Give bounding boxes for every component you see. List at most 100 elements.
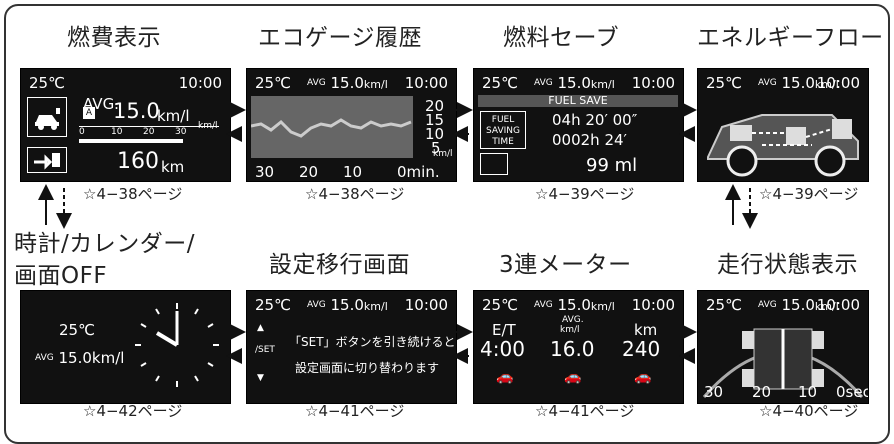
screen-settings-transition: 25℃ AVG 15.0km/l 10:00 ▲ /SET ▼ 「SET」ボタン… (246, 290, 457, 404)
avg-header-value: 15.0 (330, 74, 364, 92)
avg-badge: AVG (35, 353, 54, 363)
message-line-2: 設定画面に切り替わります (295, 361, 440, 375)
caption-fuel-save: ☆4−39ページ (535, 185, 635, 203)
fuel-pump-icon (27, 147, 67, 173)
fuel-save-banner: FUEL SAVE (478, 95, 678, 107)
avg-badge: AVG (758, 78, 777, 88)
timer-car-icon: 🚗 (496, 369, 514, 385)
title-energy-flow: エネルギーフロー (697, 25, 884, 51)
avg-header: AVG 15.0km/l (534, 296, 615, 314)
avg-a-badge: A (83, 107, 95, 119)
temp-readout: 25℃ (482, 74, 518, 92)
fuel-saving-time-label: FUEL SAVING TIME (480, 111, 526, 149)
avg-header-value: 15.0 (557, 74, 591, 92)
saving-time-total: 0002h 24′ (552, 131, 627, 149)
x-tick-30: 30 (255, 163, 275, 181)
screen-driving-state: 25℃ AVG 15.0km/l 10:00 30 20 10 0sec. (697, 290, 869, 404)
avg-header-value: 15.0 (781, 296, 815, 314)
x-tick-20: 20 (299, 163, 319, 181)
y-tick-10: 10 (425, 125, 445, 143)
fuel-bar (79, 139, 183, 143)
range-value: 160 (117, 149, 159, 174)
scale-10: 10 (798, 383, 818, 401)
analog-clock-icon (135, 303, 219, 387)
title-driving-state: 走行状態表示 (717, 252, 858, 278)
avg-header: AVG 15.0km/l (758, 296, 839, 314)
time-readout: 10:00 (404, 74, 448, 92)
x-tick-0: 0min. (397, 163, 440, 181)
energy-flow-car-icon (707, 114, 859, 177)
screen-energy-flow: 25℃ AVG 15.0km/l 10:00 (697, 68, 869, 182)
caption-triple-meter: ☆4−41ページ (535, 402, 635, 420)
range-car-icon: 🚗 (634, 369, 652, 385)
range-unit: km (161, 158, 185, 176)
avg-header-value: 15.0 (557, 296, 591, 314)
avg-badge: AVG (307, 300, 326, 310)
temp-readout: 25℃ (255, 296, 291, 314)
title-eco-history: エコゲージ履歴 (258, 25, 423, 51)
title-fuel-save: 燃料セーブ (503, 25, 620, 51)
label-km: km (634, 321, 658, 339)
title-settings-transition: 設定移行画面 (269, 252, 410, 278)
time-readout: 10:00 (631, 296, 675, 314)
avg-header: AVG 15.0km/l (307, 74, 388, 92)
screen-fuel-display: 25℃ 10:00 AVG. A 15.0 km/l 0 10 20 30 km… (20, 68, 231, 182)
value-avg: 16.0 (550, 337, 595, 361)
caption-fuel-display: ☆4−38ページ (83, 185, 183, 203)
navigation-arrows (38, 102, 758, 364)
scale-line (79, 126, 219, 127)
scale-tick-20: 20 (143, 127, 155, 137)
value-km: 240 (622, 337, 661, 361)
caption-settings-transition: ☆4−41ページ (305, 402, 405, 420)
clock-avg-value: 15.0km/l (58, 349, 125, 367)
time-readout: 10:00 (816, 296, 860, 314)
title-triple-meter: 3連メーター (499, 252, 632, 278)
temp-readout: 25℃ (706, 296, 742, 314)
scale-tick-10: 10 (111, 127, 123, 137)
time-readout: 10:00 (178, 74, 222, 92)
label-avg: AVG. (562, 315, 584, 325)
car-icon (27, 97, 67, 137)
time-readout: 10:00 (404, 296, 448, 314)
y-tick-5: 5 (431, 139, 441, 157)
temp-readout: 25℃ (29, 74, 65, 92)
caption-driving-state: ☆4−40ページ (759, 402, 859, 420)
history-graph (250, 96, 413, 158)
set-label: /SET (255, 345, 275, 355)
avg-unit: km/l (157, 107, 190, 125)
avg-header-value: 15.0 (330, 296, 364, 314)
avg-header-unit: km/l (590, 300, 615, 313)
avg-header: AVG 15.0km/l (534, 74, 615, 92)
avg-header: AVG 15.0km/l (307, 296, 388, 314)
avg-header-unit: km/l (363, 78, 388, 91)
title-clock: 時計/カレンダー/ 画面OFF (14, 231, 195, 289)
avg-header: AVG 15.0km/l (758, 74, 839, 92)
avg-header-unit: km/l (814, 300, 839, 313)
y-tick-unit: km/l (433, 149, 453, 159)
fuel-car-icon: 🚗 (564, 369, 582, 385)
screen-clock: 25℃ AVG 15.0km/l (20, 290, 231, 404)
avg-header-unit: km/l (363, 300, 388, 313)
fuel-pump-icon (480, 153, 508, 175)
scroll-down-icon: ▼ (257, 373, 264, 383)
avg-header-unit: km/l (814, 78, 839, 91)
temp-readout: 25℃ (255, 74, 291, 92)
scale-0sec: 0sec. (836, 383, 868, 401)
fuel-saved-amount: 99 ml (586, 155, 638, 176)
clock-avg: AVG 15.0km/l (35, 349, 124, 367)
chassis-icon (702, 328, 864, 398)
scale-30: 30 (704, 383, 724, 401)
scale-tick-30: 30 (175, 127, 187, 137)
title-fuel-display: 燃費表示 (67, 25, 161, 51)
value-time: 4:00 (480, 337, 525, 361)
clock-temp: 25℃ (59, 321, 95, 339)
scale-tick-0: 0 (79, 127, 85, 137)
y-tick-15: 15 (425, 111, 445, 129)
saving-time-current: 04h 20′ 00″ (552, 111, 638, 129)
message-line-1: 「SET」ボタンを引き続けると (289, 335, 456, 349)
caption-energy-flow: ☆4−39ページ (759, 185, 859, 203)
screen-eco-history: 25℃ AVG 15.0km/l 10:00 20 15 10 5 km/l 3… (246, 68, 457, 182)
avg-badge: AVG (534, 78, 553, 88)
temp-readout: 25℃ (706, 74, 742, 92)
time-readout: 10:00 (816, 74, 860, 92)
